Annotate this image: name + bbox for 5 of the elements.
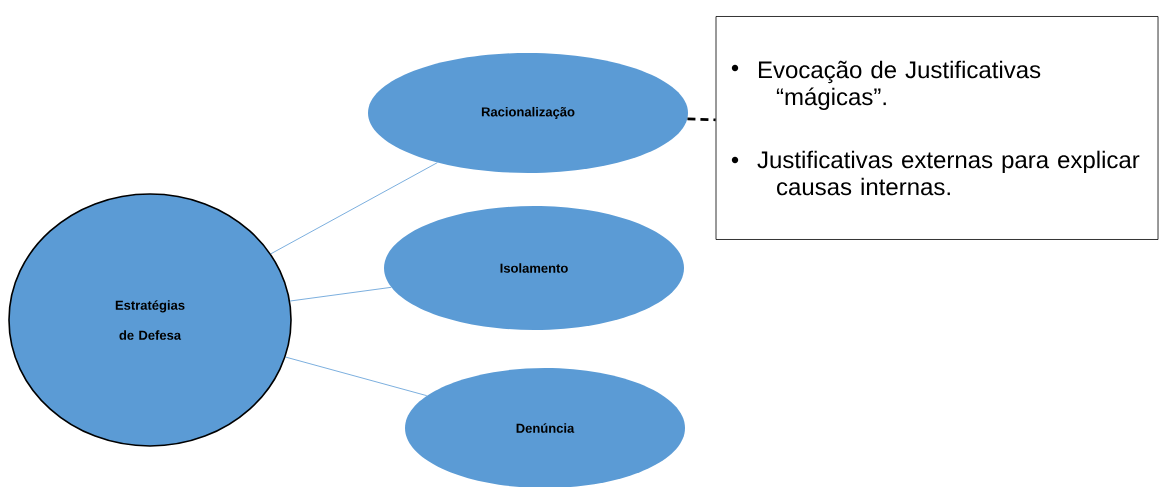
connector-line [289,286,392,302]
connector-line [270,162,438,255]
text-box: Evocação de Justificativas “mágicas”. Justificativas externas para explicar causas internas. [715,16,1159,240]
dashed-connector [687,117,716,122]
connector-line [285,356,428,397]
